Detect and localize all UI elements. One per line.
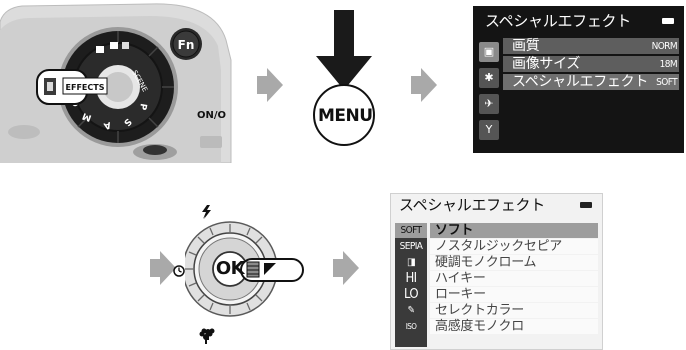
effect-icon-sepia: SEPIA — [399, 241, 423, 252]
dial-mode-a: A — [102, 119, 111, 130]
shooting-menu-screen: スペシャルエフェクト ▣ ✱ ✈ Y 画質 NORM 画像サイズ 18M スペシ… — [473, 6, 684, 153]
dial-mode-p: P — [137, 102, 148, 111]
exposure-comp-icon — [264, 263, 276, 275]
self-timer-icon — [173, 265, 185, 277]
effect-row-high-iso-mono[interactable]: 高感度モノクロ — [430, 319, 598, 334]
screen1-title: スペシャルエフェクト — [485, 12, 631, 30]
onoff-label: ON/O — [197, 110, 226, 121]
effect-row-label: 高感度モノクロ — [435, 319, 524, 334]
flow-arrow-1 — [257, 68, 283, 102]
menu-row-value: 18M — [659, 59, 678, 70]
effect-icon-low-key: LO — [403, 287, 419, 302]
dial-sport-icon — [122, 42, 129, 49]
menu-row-label: 画質 — [512, 38, 540, 54]
effect-row-high-key[interactable]: ハイキー — [430, 271, 598, 286]
effect-row-low-key[interactable]: ローキー — [430, 287, 598, 302]
menu-row-value: NORM — [651, 41, 678, 52]
effect-icon-high-key: HI — [405, 271, 417, 286]
ok-button-label[interactable]: OK — [215, 258, 245, 279]
effect-icon-high-iso-mono: ISO — [405, 322, 417, 331]
effect-row-selective-color[interactable]: セレクトカラー — [430, 303, 598, 318]
menu-row-label: スペシャルエフェクト — [512, 74, 649, 90]
camera-mode-dial-illustration: Fn SCENE P S A M C EFFECTS ON/O — [0, 0, 232, 163]
menu-side-tabs: ▣ ✱ ✈ Y — [477, 42, 499, 146]
effect-row-label: 硬調モノクローム — [435, 255, 537, 270]
fn-label: Fn — [178, 38, 195, 52]
flash-icon — [203, 205, 211, 219]
menu-row-image-size[interactable]: 画像サイズ 18M — [503, 56, 679, 72]
effects-label: EFFECTS — [66, 83, 105, 92]
mode-dial — [58, 27, 178, 147]
effect-row-soft[interactable]: ソフト — [430, 223, 598, 238]
dial-landscape-icon — [110, 42, 118, 49]
movie-tab-icon[interactable]: ✱ — [479, 68, 499, 88]
menu-row-special-effects[interactable]: スペシャルエフェクト SOFT — [503, 74, 679, 90]
rotary-multi-selector — [185, 221, 304, 317]
dial-portrait-icon — [96, 46, 104, 53]
setup-tab-icon[interactable]: Y — [479, 120, 499, 140]
screen2-title: スペシャルエフェクト — [399, 196, 545, 214]
effect-icon-soft: SOFT — [395, 223, 427, 238]
camera-tab-icon[interactable]: ▣ — [479, 42, 499, 62]
press-down-arrow-icon — [316, 10, 372, 90]
effect-row-label: ハイキー — [435, 271, 486, 286]
menu-row-label: 画像サイズ — [512, 56, 581, 72]
menu-row-image-quality[interactable]: 画質 NORM — [503, 38, 679, 54]
menu-row-value: SOFT — [656, 77, 677, 88]
effect-row-label: ノスタルジックセピア — [435, 239, 563, 254]
menu-button-label[interactable]: MENU — [318, 106, 373, 126]
effect-row-label: セレクトカラー — [435, 303, 524, 318]
dial-mode-m: M — [81, 110, 93, 122]
flow-arrow-2 — [411, 68, 437, 102]
flow-arrow-4 — [333, 251, 359, 285]
location-tab-icon[interactable]: ✈ — [479, 94, 499, 114]
effect-icon-selective-color: ✎ — [407, 305, 416, 316]
special-effects-screen: スペシャルエフェクト SOFT SEPIA ◨ HI LO ✎ ISO ソフト … — [390, 193, 603, 350]
battery-icon — [662, 18, 674, 24]
effect-icon-column: SOFT SEPIA ◨ HI LO ✎ ISO — [395, 223, 427, 347]
menu-press-illustration — [313, 10, 375, 146]
battery-icon — [580, 202, 592, 208]
macro-flower-icon — [201, 328, 215, 340]
dial-mode-s: S — [121, 116, 133, 128]
effect-row-sepia[interactable]: ノスタルジックセピア — [430, 239, 598, 254]
effect-icon-monochrome: ◨ — [407, 257, 416, 268]
effect-row-label: ローキー — [435, 287, 486, 302]
effect-row-label: ソフト — [435, 223, 474, 238]
flow-arrow-3 — [150, 251, 176, 285]
effect-row-monochrome[interactable]: 硬調モノクローム — [430, 255, 598, 270]
